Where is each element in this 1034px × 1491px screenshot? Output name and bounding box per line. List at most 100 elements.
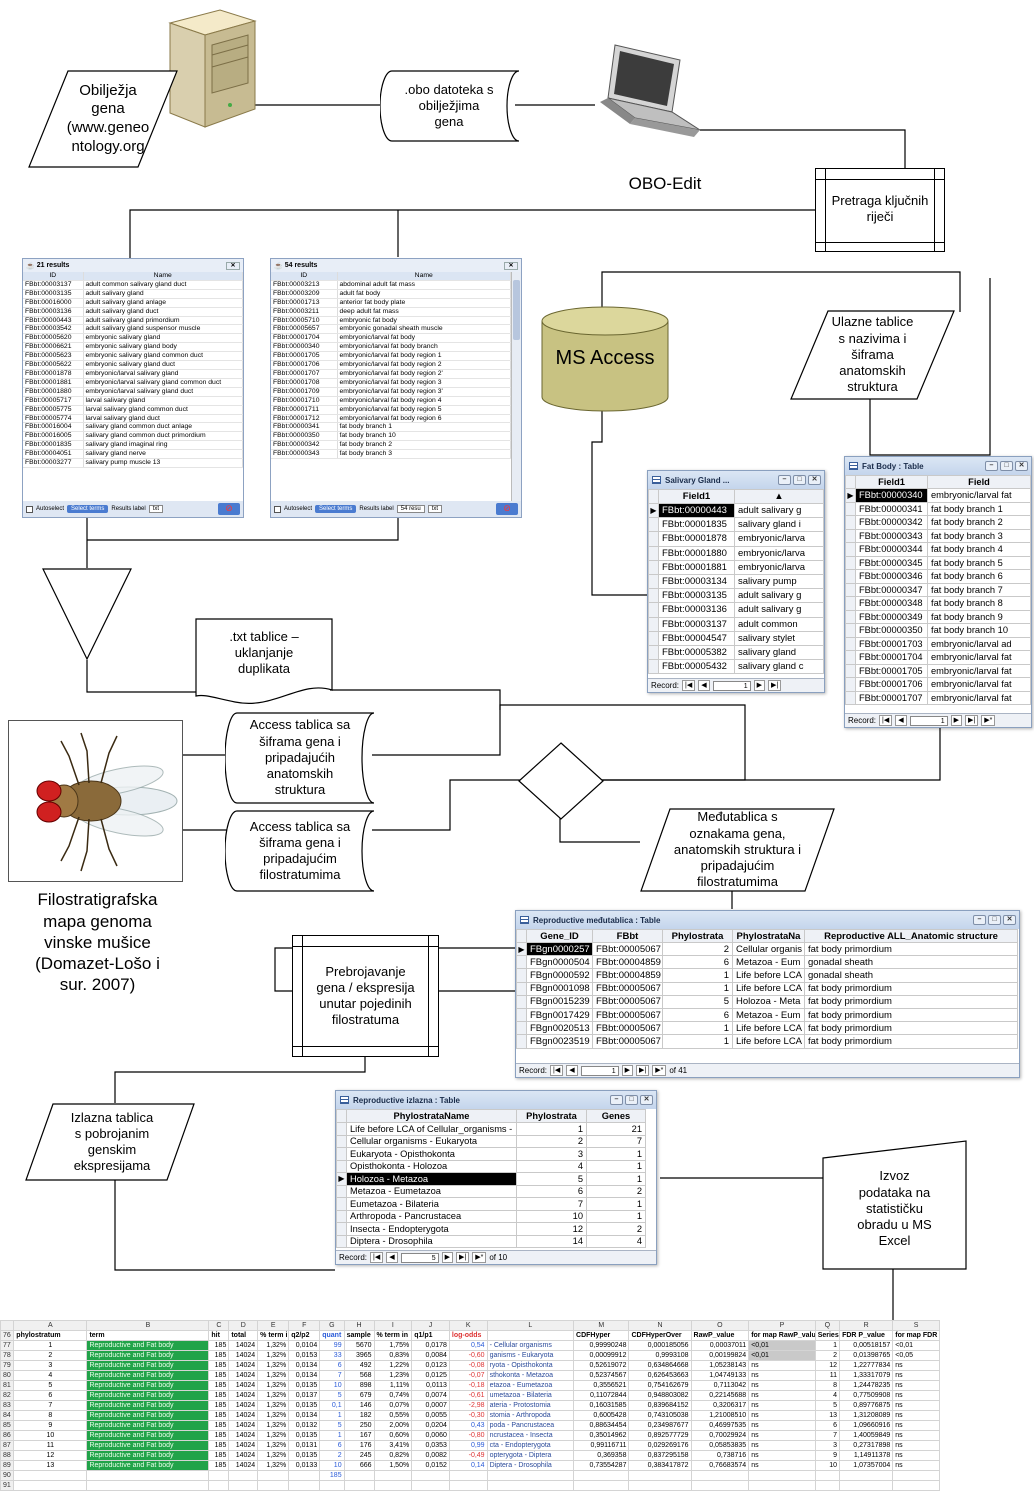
- sheet-cell[interactable]: 568: [343, 1370, 375, 1381]
- sheet-cell[interactable]: etazoa - Eumetazoa: [486, 1380, 575, 1391]
- table-cell[interactable]: Life before LCA: [732, 1034, 805, 1049]
- sheet-cell[interactable]: 14024: [228, 1340, 259, 1351]
- term-id-cell[interactable]: FBbt:00003136: [23, 307, 84, 317]
- table-cell[interactable]: FBbt:00004859: [592, 955, 663, 970]
- close-icon[interactable]: ✕: [1003, 915, 1016, 925]
- sheet-cell[interactable]: 0,0135: [288, 1380, 321, 1391]
- table-cell[interactable]: 1: [662, 981, 733, 996]
- table-cell[interactable]: salivary gland: [734, 644, 824, 661]
- sheet-cell[interactable]: -0,18: [448, 1380, 488, 1391]
- record-selector[interactable]: [336, 1122, 347, 1136]
- sheet-cell[interactable]: 4: [13, 1370, 88, 1381]
- sheet-cell[interactable]: Reproductive and Fat body: [86, 1360, 210, 1371]
- sheet-cell[interactable]: opterygota - Diptera: [486, 1450, 575, 1461]
- sheet-cell[interactable]: 6: [319, 1360, 345, 1371]
- table-cell[interactable]: FBgn0023519: [526, 1034, 593, 1049]
- record-number-field[interactable]: 1: [909, 715, 948, 726]
- table-cell[interactable]: Life before LCA: [732, 1021, 805, 1036]
- sheet-cell[interactable]: 0,77509908: [839, 1390, 894, 1401]
- table-cell[interactable]: fat body primordium: [804, 1034, 1018, 1049]
- table-cell[interactable]: 6: [516, 1184, 587, 1198]
- sheet-cell[interactable]: 12: [814, 1360, 841, 1371]
- table-cell[interactable]: 2: [586, 1184, 646, 1198]
- term-id-cell[interactable]: FBbt:00003542: [23, 324, 84, 335]
- sheet-cell[interactable]: [86, 1480, 210, 1491]
- table-cell[interactable]: FBgn0001098: [526, 981, 593, 996]
- column-letter[interactable]: E: [257, 1320, 290, 1331]
- header-cell[interactable]: q1/p1: [411, 1330, 450, 1341]
- sheet-cell[interactable]: 14024: [228, 1400, 259, 1411]
- sheet-cell[interactable]: 0,7113042: [690, 1380, 750, 1391]
- sheet-cell[interactable]: 1,32%: [257, 1410, 290, 1421]
- term-name-cell[interactable]: embryonic salivary gland: [83, 333, 243, 344]
- table-cell[interactable]: 7: [516, 1197, 587, 1211]
- term-name-cell[interactable]: embryonic/larval fat body region 1: [337, 351, 511, 362]
- record-selector[interactable]: [336, 1147, 347, 1161]
- term-name-cell[interactable]: abdominal adult fat mass: [337, 280, 511, 290]
- sheet-cell[interactable]: 0,6005428: [573, 1410, 630, 1421]
- table-cell[interactable]: fat body branch 6: [927, 569, 1031, 584]
- sheet-cell[interactable]: ns: [748, 1460, 816, 1471]
- table-row[interactable]: 91: [0, 1480, 940, 1491]
- table-cell[interactable]: FBbt:00000349: [855, 609, 928, 624]
- sheet-cell[interactable]: [814, 1480, 841, 1491]
- term-id-cell[interactable]: FBbt:00016005: [23, 431, 84, 442]
- sheet-cell[interactable]: ncrustacea - Insecta: [486, 1430, 575, 1441]
- term-name-cell[interactable]: embryonic/larval fat body branch: [337, 342, 511, 353]
- sheet-cell[interactable]: 0,0060: [411, 1430, 450, 1441]
- table-cell[interactable]: 3: [516, 1147, 587, 1161]
- table-cell[interactable]: FBbt:00000342: [855, 515, 928, 530]
- table-cell[interactable]: adult salivary g: [734, 588, 824, 604]
- record-number-field[interactable]: 5: [400, 1252, 439, 1263]
- table-cell[interactable]: 1: [586, 1172, 646, 1186]
- sheet-cell[interactable]: 14024: [228, 1350, 259, 1361]
- col-header-phylostratana[interactable]: PhylostrataNa: [732, 929, 805, 943]
- sheet-cell[interactable]: 0,1: [319, 1400, 345, 1411]
- term-name-cell[interactable]: embryonic salivary gland duct: [83, 360, 243, 370]
- sheet-cell[interactable]: 1,24478235: [839, 1380, 894, 1391]
- sheet-cell[interactable]: 1,23%: [373, 1370, 413, 1381]
- sheet-cell[interactable]: 0,743105038: [628, 1410, 692, 1421]
- term-id-cell[interactable]: FBbt:00000340: [271, 342, 338, 353]
- sheet-cell[interactable]: [257, 1470, 290, 1481]
- record-selector[interactable]: [648, 644, 659, 661]
- term-name-cell[interactable]: larval salivary gland common duct: [83, 405, 243, 415]
- sheet-cell[interactable]: 0,55%: [373, 1410, 413, 1421]
- table-cell[interactable]: Diptera - Drosophila: [346, 1234, 517, 1248]
- header-cell[interactable]: log-odds: [448, 1330, 488, 1341]
- table-cell[interactable]: adult salivary g: [734, 502, 824, 519]
- last-record-button[interactable]: ▶|: [965, 715, 979, 726]
- sheet-cell[interactable]: 14024: [228, 1460, 259, 1471]
- header-cell[interactable]: % term in: [373, 1330, 413, 1341]
- term-name-cell[interactable]: adult common salivary gland duct: [83, 280, 243, 290]
- sheet-cell[interactable]: -0,07: [448, 1370, 488, 1381]
- sheet-cell[interactable]: 0,16031585: [573, 1400, 630, 1411]
- term-id-cell[interactable]: FBbt:00001835: [23, 440, 84, 451]
- sheet-cell[interactable]: -2,98: [448, 1400, 488, 1411]
- sheet-cell[interactable]: 79: [0, 1360, 15, 1371]
- table-cell[interactable]: fat body primordium: [804, 1007, 1018, 1023]
- sheet-cell[interactable]: Reproductive and Fat body: [86, 1400, 210, 1411]
- table-cell[interactable]: gonadal sheath: [804, 955, 1018, 970]
- sheet-cell[interactable]: 14024: [228, 1390, 259, 1401]
- close-icon[interactable]: ✕: [226, 261, 240, 270]
- term-id-cell[interactable]: FBbt:00001709: [271, 387, 338, 397]
- header-cell[interactable]: total: [228, 1330, 259, 1341]
- col-header-name[interactable]: Name: [337, 272, 511, 281]
- record-selector[interactable]: [648, 588, 659, 604]
- table-cell[interactable]: fat body branch 1: [927, 501, 1031, 516]
- header-cell[interactable]: term: [86, 1330, 210, 1341]
- table-cell[interactable]: Cellular organisms - Eukaryota: [346, 1134, 517, 1148]
- sheet-cell[interactable]: ns: [748, 1390, 816, 1401]
